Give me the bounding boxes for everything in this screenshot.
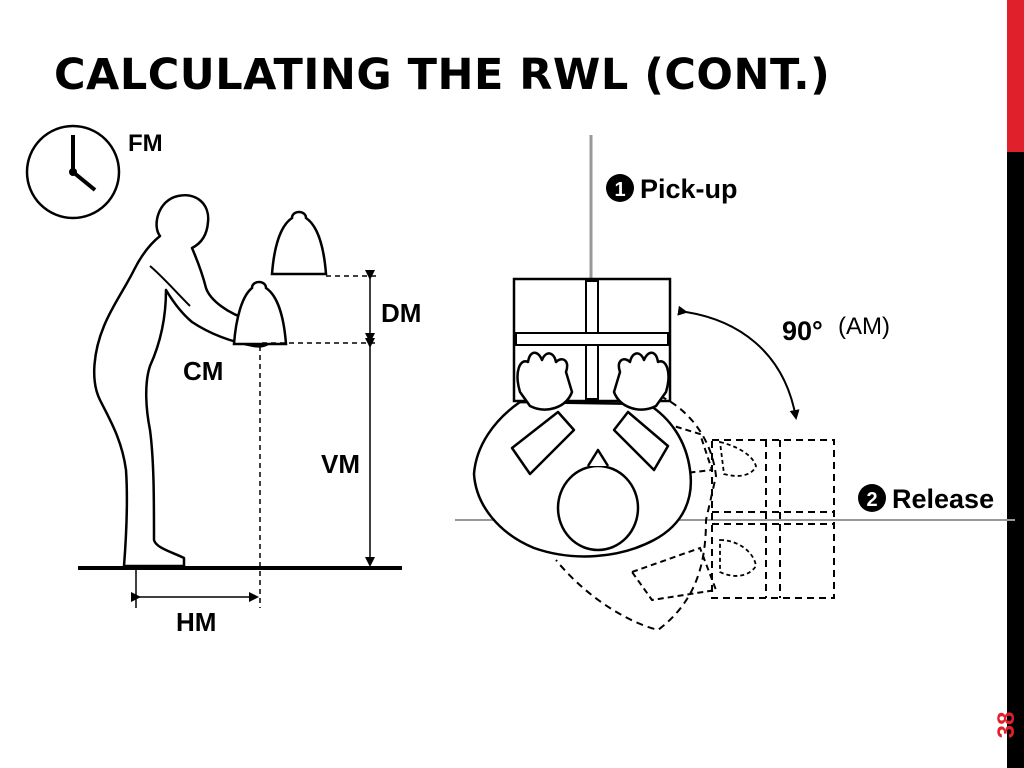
rotation-arrow [677,305,800,420]
pickup-box [512,277,672,403]
release-number: 2 [866,489,877,511]
top-view: 1 Pick-up [455,135,1015,632]
hm-label: HM [176,607,216,637]
sidebar-bar [1007,0,1024,768]
sidebar-accent [1007,0,1024,152]
release-label: Release [892,484,994,514]
person-top-view-rotated [555,395,718,632]
lift-object-origin [232,280,288,346]
fm-label: FM [128,130,163,157]
cm-label: CM [183,356,223,386]
pickup-badge: 1 [606,174,634,202]
person-top-view [472,351,693,558]
pickup-label: Pick-up [640,174,738,204]
slide-title: CALCULATING THE RWL (CONT.) [54,50,831,100]
person-side-view [93,193,274,568]
am-label: (AM) [838,313,890,340]
clock-icon [25,124,121,220]
pickup-number: 1 [614,179,625,201]
dm-label: DM [381,298,421,328]
release-box [711,439,835,599]
lift-object-destination [270,210,328,276]
vm-label: VM [321,449,360,479]
angle-label: 90° [782,316,823,346]
release-badge: 2 [858,484,886,512]
side-view: FM DM VM CM HM [25,124,421,637]
